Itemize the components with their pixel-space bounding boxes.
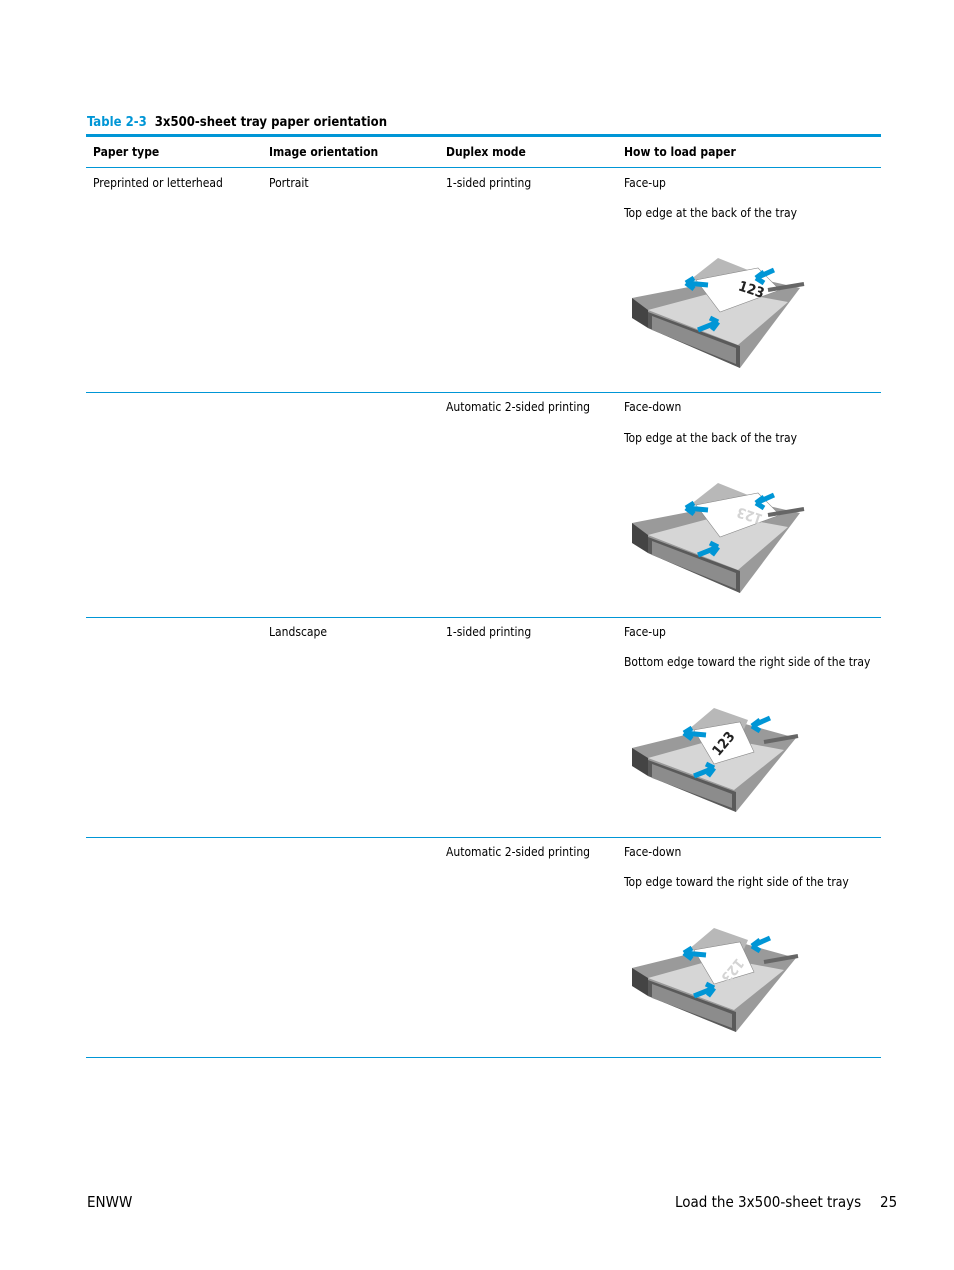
row3-load-edge: Bottom edge toward the right side of the… (624, 655, 871, 669)
footer-section: Load the 3x500-sheet trays (675, 1193, 862, 1211)
row3-load-side: Face-up (624, 625, 666, 639)
tray-illustration-landscape-face-down: 123 (632, 928, 799, 1032)
header-paper-type: Paper type (93, 145, 160, 159)
row1-load-edge: Top edge at the back of the tray (624, 206, 798, 220)
row4-duplex: Automatic 2-sided printing (446, 845, 591, 859)
table-title: 3x500-sheet tray paper orientation (154, 115, 388, 130)
row4-rule (86, 1057, 881, 1058)
header-duplex-mode: Duplex mode (446, 145, 526, 159)
sheet-number-text: 123 (736, 279, 766, 302)
table-number: Table 2-3 (87, 115, 147, 130)
row1-load-side: Face-up (624, 176, 666, 190)
row1-orientation: Portrait (269, 176, 309, 190)
row4-load-side: Face-down (624, 845, 682, 859)
tray-illustration-landscape-face-up: 123 (632, 708, 799, 812)
table-top-rule (86, 134, 881, 137)
row1-rule (86, 392, 881, 393)
row2-duplex: Automatic 2-sided printing (446, 400, 591, 414)
tray-illustration-portrait-face-up: 123 (632, 258, 805, 368)
footer-page-number: 25 (880, 1193, 898, 1211)
table-caption: Table 2-3 3x500-sheet tray paper orienta… (87, 115, 387, 130)
row2-rule (86, 617, 881, 618)
sheet-number-text-reversed: 123 (735, 503, 765, 526)
row3-duplex: 1-sided printing (446, 625, 532, 639)
tray-illustration-portrait-face-down: 123 (632, 483, 805, 593)
row2-load-side: Face-down (624, 400, 682, 414)
row4-load-edge: Top edge toward the right side of the tr… (624, 875, 849, 889)
footer-left: ENWW (87, 1193, 133, 1211)
row3-orientation: Landscape (269, 625, 328, 639)
row2-load-edge: Top edge at the back of the tray (624, 431, 798, 445)
header-rule (86, 167, 881, 168)
header-how-to-load: How to load paper (624, 145, 736, 159)
row1-duplex: 1-sided printing (446, 176, 532, 190)
row3-rule (86, 837, 881, 838)
header-image-orientation: Image orientation (269, 145, 379, 159)
row1-paper-type: Preprinted or letterhead (93, 176, 223, 190)
